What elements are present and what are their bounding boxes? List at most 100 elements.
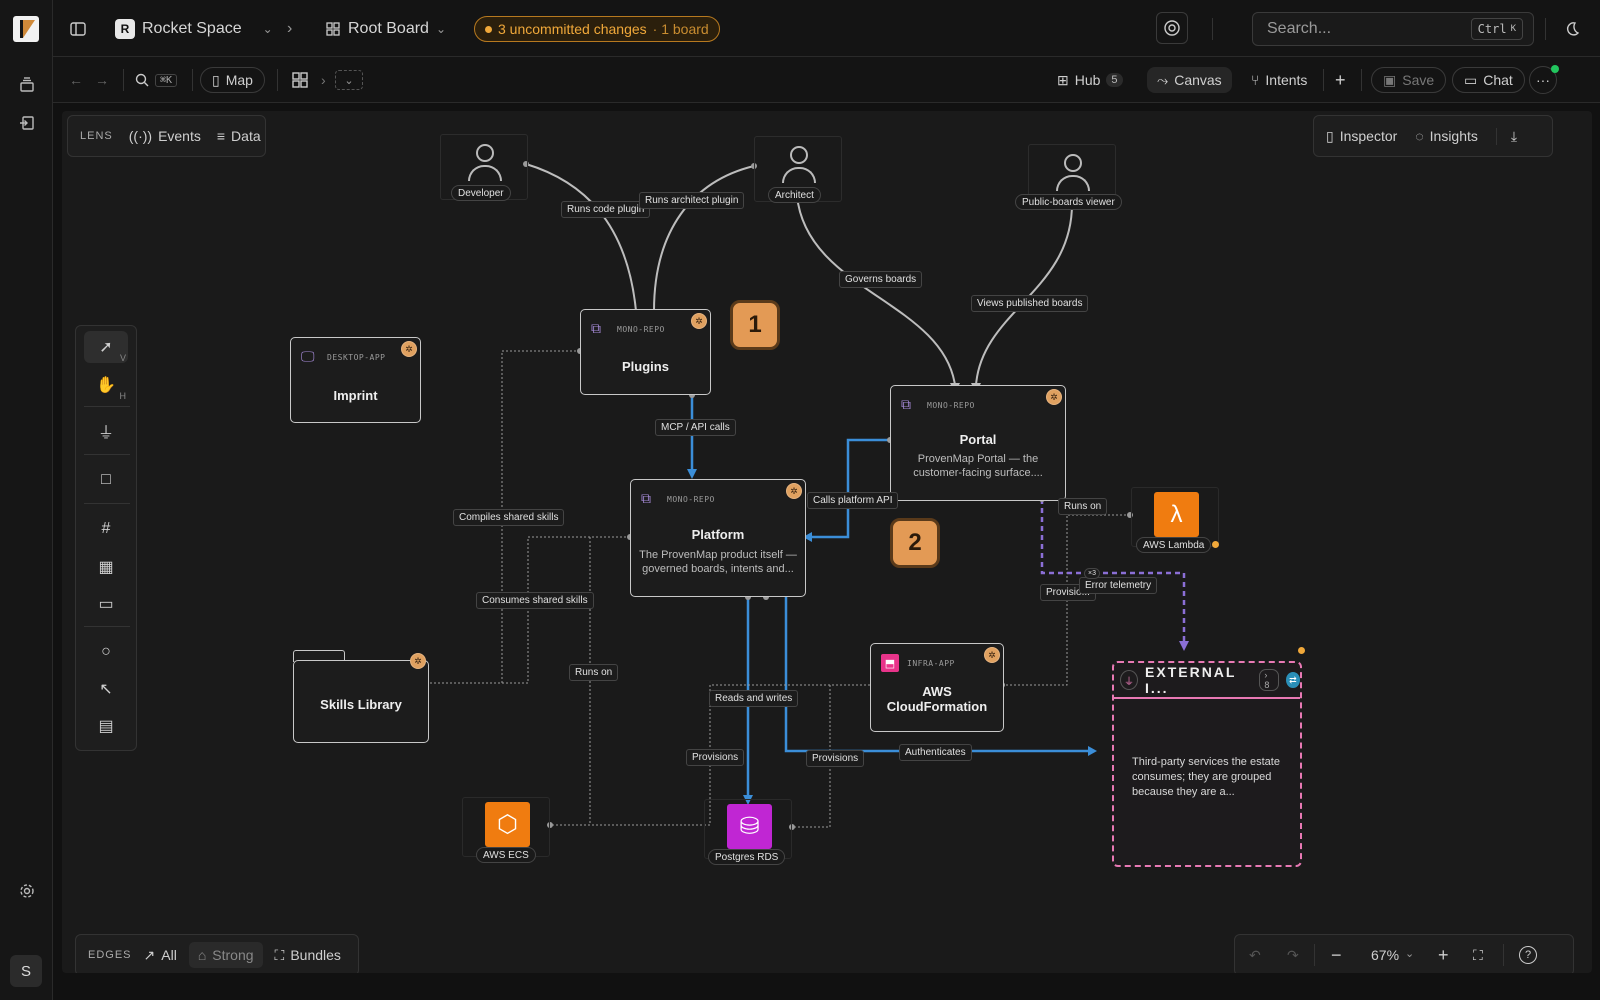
node-skills-library[interactable]: Skills Library ✲: [293, 650, 429, 743]
undo-icon[interactable]: ↶: [1249, 946, 1261, 963]
sidebar-toggle-icon[interactable]: [69, 14, 87, 44]
more-options-icon[interactable]: ···: [1529, 66, 1557, 94]
group-count[interactable]: › 8: [1259, 669, 1279, 691]
redo-icon[interactable]: ↷: [1287, 946, 1299, 963]
group-external-integrations[interactable]: ⏚ EXTERNAL I... › 8 ⇄ Third-party servic…: [1112, 661, 1302, 867]
curve-icon: ↗: [143, 946, 156, 963]
comment-tool-icon[interactable]: ○: [101, 643, 111, 660]
events-lens-button[interactable]: ((·)) Events: [129, 128, 201, 144]
node-portal[interactable]: ⧉ MONO-REPO Portal ProvenMap Portal — th…: [890, 385, 1066, 501]
zoom-in-button[interactable]: +: [1438, 944, 1449, 965]
workspace-switcher[interactable]: R Rocket Space ⌄: [115, 14, 273, 44]
app-logo[interactable]: [13, 16, 39, 42]
map-icon: ▯: [212, 71, 220, 88]
online-status-dot: [1551, 65, 1559, 73]
settings-gear-icon[interactable]: [14, 878, 40, 904]
intents-tab[interactable]: ⑂ Intents: [1251, 67, 1307, 93]
board-grid-icon: [326, 22, 340, 36]
node-imprint[interactable]: 🖵 DESKTOP-APP Imprint ✲: [290, 337, 421, 423]
events-label: Events: [158, 128, 201, 144]
edges-bundles-button[interactable]: ⛶Bundles: [275, 947, 341, 964]
node-title: Imprint: [333, 388, 378, 403]
map-button[interactable]: ▯Map: [200, 67, 265, 93]
back-arrow-icon[interactable]: ←: [69, 72, 83, 88]
chat-button[interactable]: ▭ Chat: [1452, 67, 1525, 93]
edge-label[interactable]: MCP / API calls: [655, 419, 736, 436]
data-lens-button[interactable]: ≡Data: [217, 128, 261, 144]
lock-icon: ⌂: [197, 947, 207, 963]
edge-label[interactable]: Runs architect plugin: [639, 192, 745, 209]
node-platform[interactable]: ⧉ MONO-REPO Platform The ProvenMap produ…: [630, 479, 806, 597]
step-marker-2[interactable]: 2: [890, 518, 940, 568]
node-aws-cloudformation[interactable]: ⬒ INFRA-APP AWS CloudFormation ✲: [870, 643, 1004, 732]
frame-tool-icon[interactable]: #: [101, 520, 111, 537]
hub-tab[interactable]: ⊞ Hub 5: [1057, 67, 1123, 93]
inspector-button[interactable]: ▯Inspector: [1326, 128, 1397, 145]
edge-architect-portal: [796, 195, 956, 386]
edge-label[interactable]: Governs boards: [839, 271, 923, 288]
table-tool-icon[interactable]: ▦: [98, 559, 114, 576]
database-icon: ⛁: [727, 804, 772, 849]
service-postgres-rds[interactable]: ⛁: [704, 799, 792, 859]
edge-label[interactable]: Runs on: [1058, 498, 1108, 515]
edge-label[interactable]: Provisions: [686, 749, 745, 766]
rectangle-tool-icon[interactable]: □: [101, 471, 111, 488]
theme-toggle-moon-icon[interactable]: [1563, 14, 1581, 44]
layers-icon[interactable]: [14, 72, 40, 98]
edge-label[interactable]: Runs on: [569, 664, 619, 681]
step-marker-1[interactable]: 1: [730, 300, 780, 350]
edge-label[interactable]: Compiles shared skills: [453, 509, 565, 526]
canvas-tab[interactable]: ⤳ Canvas: [1147, 67, 1232, 93]
lambda-icon: λ: [1154, 492, 1199, 537]
node-kind: DESKTOP-APP: [327, 353, 386, 362]
board-canvas[interactable]: LENS ((·))Events ≡Data ▯Inspector ◌Insig…: [62, 111, 1592, 973]
zoom-out-button[interactable]: −: [1331, 944, 1342, 965]
connector-arrow-icon[interactable]: ↖: [99, 681, 113, 698]
edge-label[interactable]: Runs code plugin: [561, 201, 651, 218]
edges-all-button[interactable]: ↗All: [144, 947, 177, 964]
edge-label[interactable]: Reads and writes: [709, 690, 799, 707]
breadcrumb-chevron-icon: ›: [287, 20, 293, 37]
user-avatar[interactable]: S: [10, 955, 42, 987]
board-switcher[interactable]: Root Board ⌄: [325, 14, 446, 44]
import-icon[interactable]: [14, 110, 40, 136]
chevron-down-icon: ⌄: [1405, 948, 1415, 960]
sub-board-dropdown[interactable]: ⌄: [335, 70, 363, 90]
zoom-level-dropdown[interactable]: 67%⌄: [1371, 947, 1414, 963]
edge-label[interactable]: Provisions: [806, 750, 865, 767]
node-plugins[interactable]: ⧉ MONO-REPO Plugins ✲: [580, 309, 711, 395]
node-kind: MONO-REPO: [617, 325, 665, 334]
edge-bundle-count[interactable]: ×3: [1084, 568, 1100, 579]
fit-screen-icon[interactable]: ⛶: [1473, 946, 1483, 963]
edges-filter-bar: EDGES ↗All ⌂Strong ⛶Bundles: [75, 934, 359, 973]
broadcast-icon: ((·)): [128, 128, 153, 144]
insights-button[interactable]: ◌Insights: [1415, 128, 1478, 144]
boards-grid-icon[interactable]: [291, 67, 309, 93]
edge-label[interactable]: Authenticates: [899, 744, 972, 761]
edge-label[interactable]: Views published boards: [971, 295, 1089, 312]
help-lifebuoy-icon[interactable]: [1156, 12, 1188, 44]
chevron-down-icon: ⌄: [262, 22, 273, 36]
quick-search-button[interactable]: ⌘K: [135, 67, 178, 93]
uncommitted-changes-badge[interactable]: 3 uncommitted changes · 1 board: [474, 16, 720, 42]
save-button[interactable]: ▣ Save: [1371, 67, 1447, 93]
select-tool[interactable]: ➚V: [84, 331, 128, 363]
forward-arrow-icon[interactable]: →: [95, 72, 109, 88]
add-tab-button[interactable]: +: [1335, 69, 1346, 90]
document-tool-icon[interactable]: ▤: [98, 718, 114, 735]
workspace-badge: R: [115, 19, 135, 39]
plug-icon[interactable]: ⏚: [97, 425, 114, 442]
help-question-icon[interactable]: ?: [1519, 946, 1537, 964]
bundle-icon: ⛶: [274, 946, 285, 963]
ruler-tool-icon[interactable]: ▭: [98, 596, 114, 613]
edges-caption: EDGES: [88, 949, 132, 961]
edge-label[interactable]: Calls platform API: [807, 492, 899, 509]
edge-label[interactable]: Consumes shared skills: [476, 592, 594, 609]
node-title: Skills Library: [320, 697, 402, 712]
download-icon[interactable]: ⤓: [1495, 127, 1517, 145]
hand-tool[interactable]: ✋H: [96, 377, 126, 401]
edge-platform-external: [784, 597, 1092, 753]
edges-strong-button[interactable]: ⌂Strong: [188, 942, 263, 968]
edge-label[interactable]: Error telemetry: [1079, 577, 1158, 594]
